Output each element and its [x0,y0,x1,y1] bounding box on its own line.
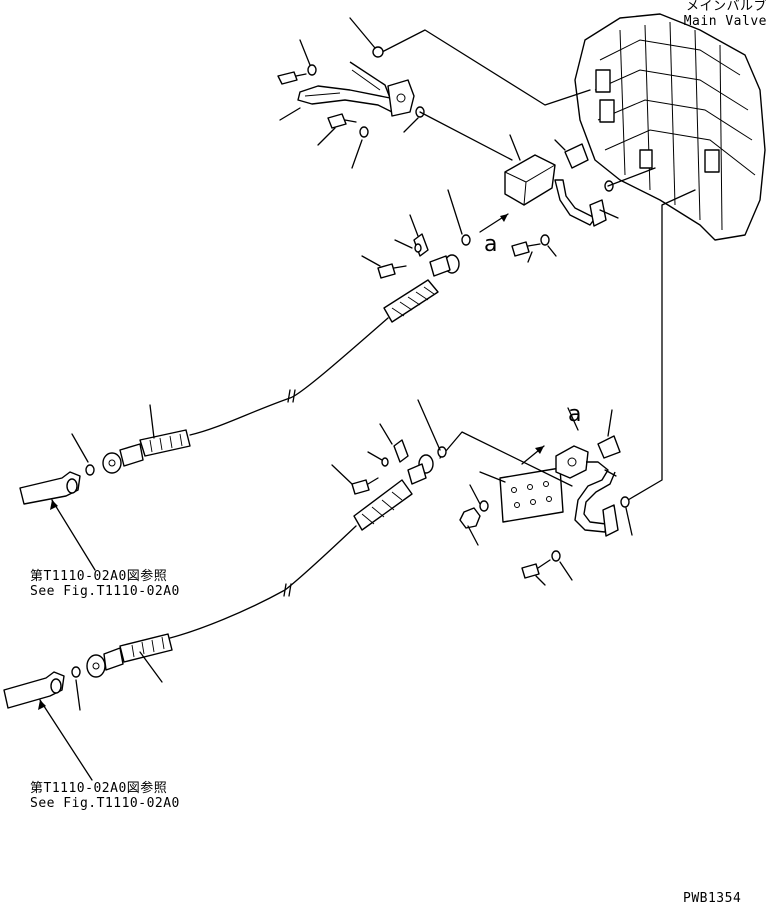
main-valve-label: メインバルブ Main Valve [655,0,767,30]
leader-line [627,189,696,501]
lower-pipe-assembly [459,435,630,579]
reference-note-lower-jp: 第T1110-02A0図参照 [30,781,168,796]
leader-line [381,29,591,106]
view-letter-upper: a [484,232,498,257]
middle-block [504,143,614,227]
reference-note-lower-en: See Fig.T1110-02A0 [30,795,180,811]
reference-note-upper-en: See Fig.T1110-02A0 [30,583,180,599]
reference-note-lower: 第T1110-02A0図参照 See Fig.T1110-02A0 [30,781,180,812]
lower-hose [3,439,447,709]
reference-note-upper: 第T1110-02A0図参照 See Fig.T1110-02A0 [30,569,180,600]
reference-note-upper-jp: 第T1110-02A0図参照 [30,569,168,584]
upper-hose [19,233,471,505]
main-valve-label-jp: メインバルブ [685,0,767,14]
drawing-code: PWB1354 [683,891,742,906]
main-valve [574,13,766,241]
main-valve-label-en: Main Valve [683,13,767,29]
upper-pipe-assembly [277,46,425,138]
view-letter-lower: a [568,402,582,427]
